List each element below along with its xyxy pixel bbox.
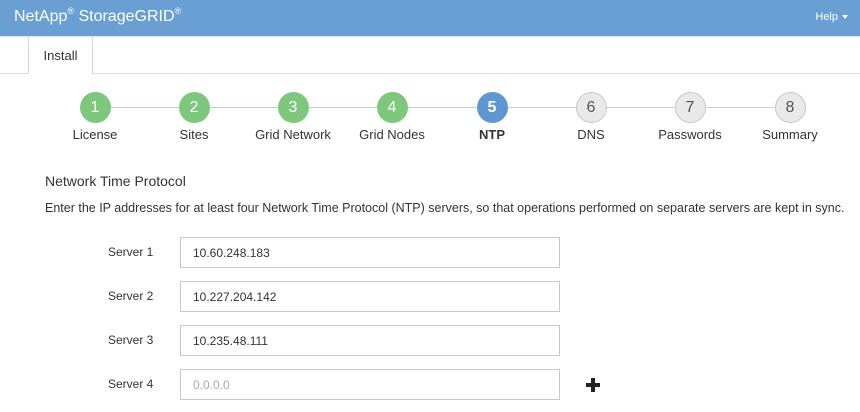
server-row-3: Server 3	[0, 325, 860, 357]
server-row-4: Server 4	[0, 369, 860, 401]
brand-product: StorageGRID	[74, 8, 175, 25]
registered-mark: ®	[67, 6, 75, 16]
step-label: DNS	[577, 127, 605, 142]
step-number: 7	[674, 92, 706, 123]
server-3-label: Server 3	[108, 333, 154, 347]
server-4-input[interactable]	[180, 369, 560, 400]
step-number: 1	[79, 92, 111, 123]
step-label: Summary	[762, 127, 818, 142]
step-label: Grid Nodes	[359, 127, 425, 142]
wizard-step-dns[interactable]: 6 DNS	[536, 92, 646, 142]
wizard-step-license[interactable]: 1 License	[40, 92, 150, 142]
step-number: 4	[376, 92, 408, 123]
server-1-input[interactable]	[180, 237, 560, 268]
wizard-step-ntp[interactable]: 5 NTP	[437, 92, 547, 142]
wizard-step-passwords[interactable]: 7 Passwords	[635, 92, 745, 142]
tab-install[interactable]: Install	[28, 37, 93, 74]
wizard-step-sites[interactable]: 2 Sites	[139, 92, 249, 142]
step-label: Passwords	[658, 127, 722, 142]
wizard-progress: 1 License 2 Sites 3 Grid Network 4 Grid …	[0, 92, 860, 152]
wizard-step-grid-network[interactable]: 3 Grid Network	[238, 92, 348, 142]
help-label: Help	[815, 11, 838, 23]
wizard-step-summary[interactable]: 8 Summary	[735, 92, 845, 142]
server-2-label: Server 2	[108, 289, 154, 303]
top-navbar: NetApp® StorageGRID® Help	[0, 0, 860, 36]
server-3-input[interactable]	[180, 325, 560, 356]
step-number: 5	[476, 92, 508, 123]
step-number: 2	[178, 92, 210, 123]
wizard-step-grid-nodes[interactable]: 4 Grid Nodes	[337, 92, 447, 142]
step-number: 3	[277, 92, 309, 123]
registered-mark: ®	[174, 6, 182, 16]
tab-install-label: Install	[43, 48, 78, 63]
server-2-input[interactable]	[180, 281, 560, 312]
step-label: Sites	[179, 127, 209, 142]
step-number: 6	[575, 92, 607, 123]
server-4-label: Server 4	[108, 377, 154, 391]
step-label: License	[72, 127, 118, 142]
server-row-1: Server 1	[0, 237, 860, 269]
sub-navbar: Install	[0, 36, 860, 74]
plus-icon[interactable]	[585, 377, 601, 393]
step-number: 8	[774, 92, 806, 123]
server-1-label: Server 1	[108, 245, 154, 259]
help-menu[interactable]: Help	[815, 11, 848, 23]
wizard-line-pending	[492, 107, 790, 108]
section-description: Enter the IP addresses for at least four…	[45, 201, 845, 215]
section-title: Network Time Protocol	[45, 173, 186, 189]
step-label: Grid Network	[255, 127, 331, 142]
brand-logo: NetApp® StorageGRID®	[14, 6, 182, 26]
caret-down-icon	[842, 15, 848, 20]
server-row-2: Server 2	[0, 281, 860, 313]
step-label: NTP	[479, 127, 505, 142]
brand-name: NetApp	[14, 8, 68, 25]
